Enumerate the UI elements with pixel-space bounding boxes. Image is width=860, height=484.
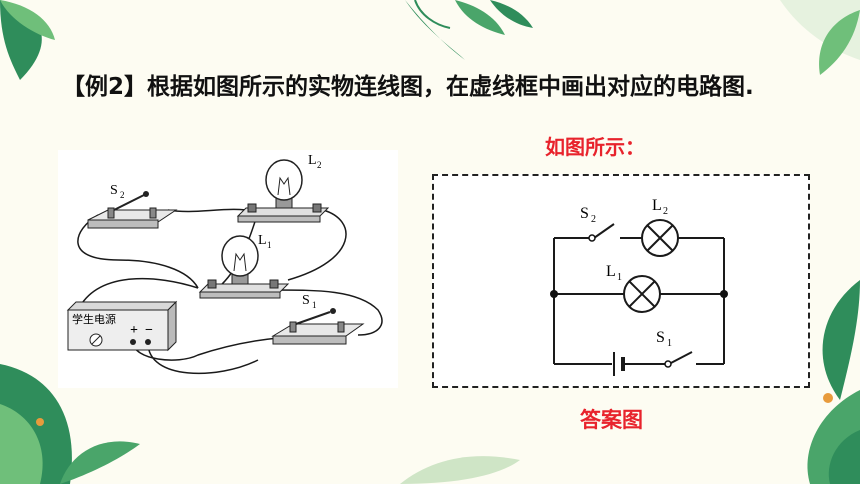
lamp-l2-symbol: [641, 219, 679, 257]
physical-circuit-figure: S 2 L 2 L 1: [58, 150, 398, 388]
wire: [132, 337, 279, 361]
wire: [287, 209, 347, 281]
schematic-label-s2-sub: 2: [591, 214, 596, 225]
answer-caption: 答案图: [580, 408, 643, 432]
schematic-label-l1: L: [606, 263, 616, 280]
photo-label-l1: L: [258, 233, 267, 248]
lamp-l1-symbol: [623, 275, 661, 313]
plus-label: +: [130, 323, 138, 338]
wire: [77, 214, 199, 289]
switch-s2-blade: [593, 223, 615, 239]
photo-label-l2-sub: 2: [317, 160, 322, 170]
answer-note: 如图所示：: [545, 135, 645, 159]
schematic-label-l2: L: [652, 197, 662, 214]
photo-label-s2: S: [110, 183, 118, 198]
battery-symbol: [613, 352, 625, 376]
power-label: 学生电源: [72, 312, 116, 326]
photo-label-s2-sub: 2: [120, 190, 125, 200]
junction-left: [550, 290, 558, 298]
lamp-l1: [198, 235, 290, 299]
example-tag: 【例2】: [62, 74, 148, 100]
question-body: 根据如图所示的实物连线图，在虚线框中画出对应的电路图.: [147, 74, 754, 100]
switch-s1-contact: [664, 360, 672, 368]
wire: [147, 342, 259, 374]
photo-label-l2: L: [308, 153, 317, 168]
leaf-decoration-bottom: [400, 456, 520, 484]
leaf-decoration-top: [405, 0, 533, 60]
wire: [272, 289, 383, 336]
photo-label-s1: S: [302, 293, 310, 308]
junction-right: [720, 290, 728, 298]
minus-label: −: [145, 323, 153, 338]
switch-s1: [271, 308, 365, 345]
schematic-label-s1-sub: 1: [667, 338, 672, 349]
photo-label-l1-sub: 1: [267, 240, 272, 250]
answer-schematic-box: S 2 L 2 L 1 S 1: [432, 174, 810, 388]
switch-s1-blade: [668, 351, 693, 365]
lamp-l2: [236, 159, 330, 223]
question-text: 【例2】根据如图所示的实物连线图，在虚线框中画出对应的电路图.: [62, 68, 802, 106]
schematic-label-s1: S: [656, 329, 665, 346]
schematic-label-l2-sub: 2: [663, 206, 668, 217]
power-supply: [66, 300, 178, 352]
switch-s2-contact: [588, 234, 596, 242]
photo-label-s1-sub: 1: [312, 300, 317, 310]
switch-s2: [87, 191, 178, 229]
schematic-label-s2: S: [580, 205, 589, 222]
schematic-label-l1-sub: 1: [617, 272, 622, 283]
